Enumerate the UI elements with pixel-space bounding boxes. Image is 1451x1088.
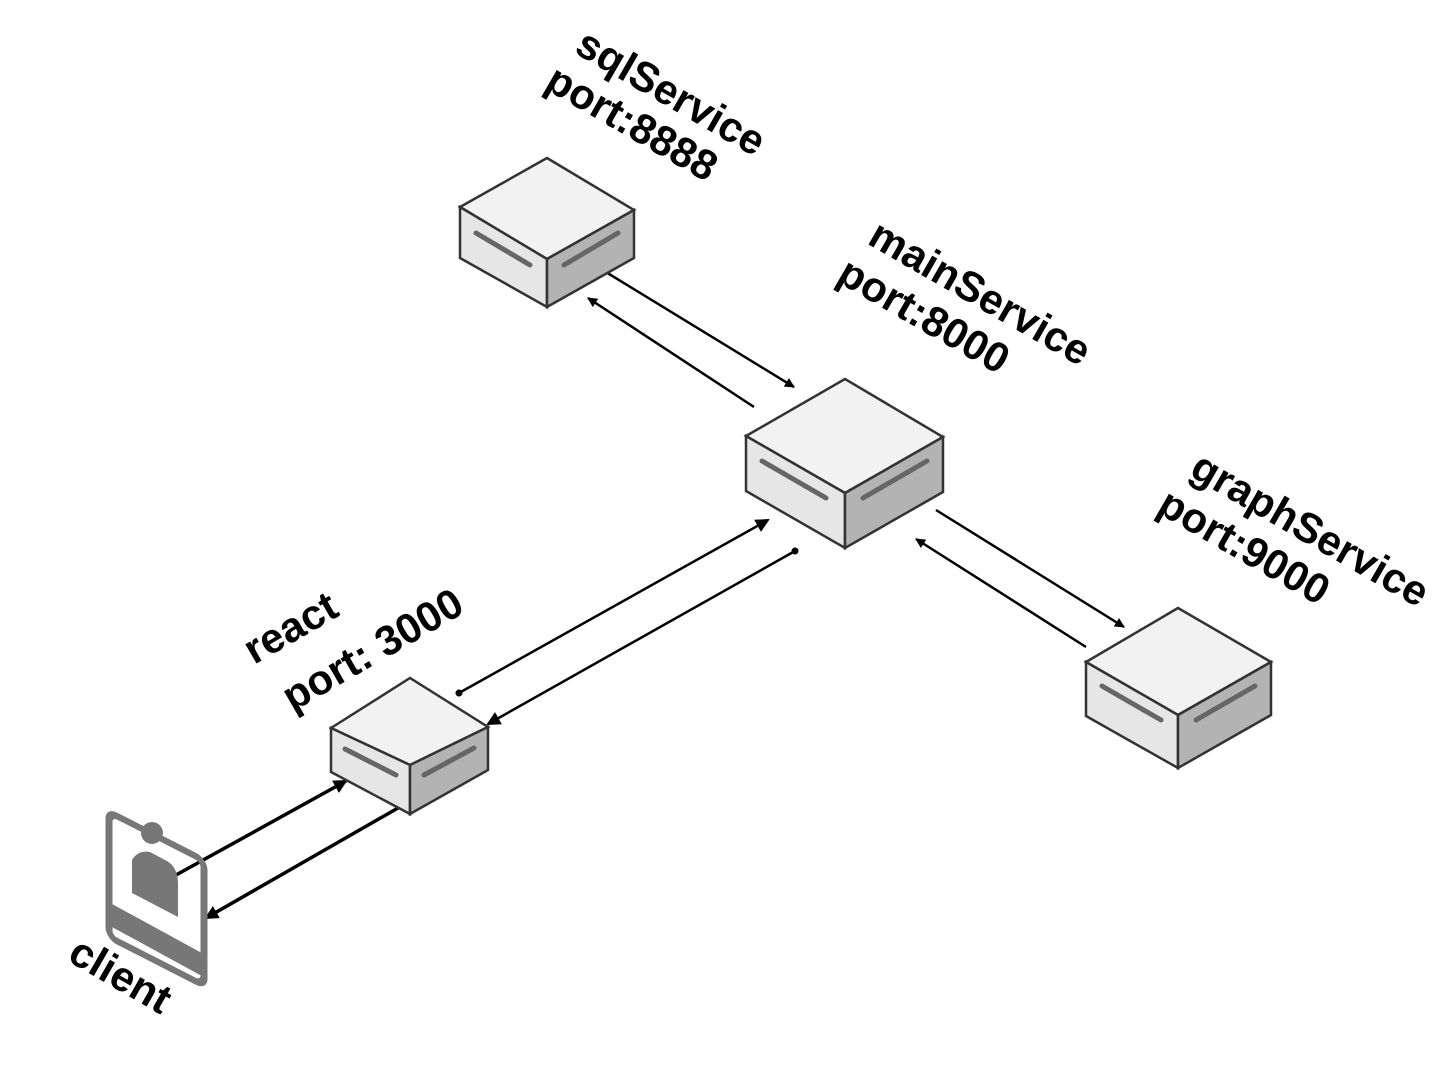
server-graphservice: [1083, 606, 1274, 771]
edge-main-to-graph: [935, 508, 1125, 629]
edge-react-to-client: [204, 806, 399, 920]
edge-sql-to-main: [595, 264, 795, 389]
client-user-icon: [105, 811, 208, 987]
server-react: [328, 676, 491, 817]
label-mainservice: mainService port:8000: [831, 210, 1100, 383]
edge-main-to-react: [486, 547, 799, 726]
server-sqlservice: [457, 156, 637, 310]
server-mainservice: [743, 377, 946, 551]
edge-react-to-main: [455, 518, 770, 697]
edge-client-to-react: [175, 779, 348, 877]
edge-graph-to-main: [915, 537, 1087, 649]
edges: [175, 264, 1125, 920]
edge-main-to-sql: [587, 296, 755, 409]
